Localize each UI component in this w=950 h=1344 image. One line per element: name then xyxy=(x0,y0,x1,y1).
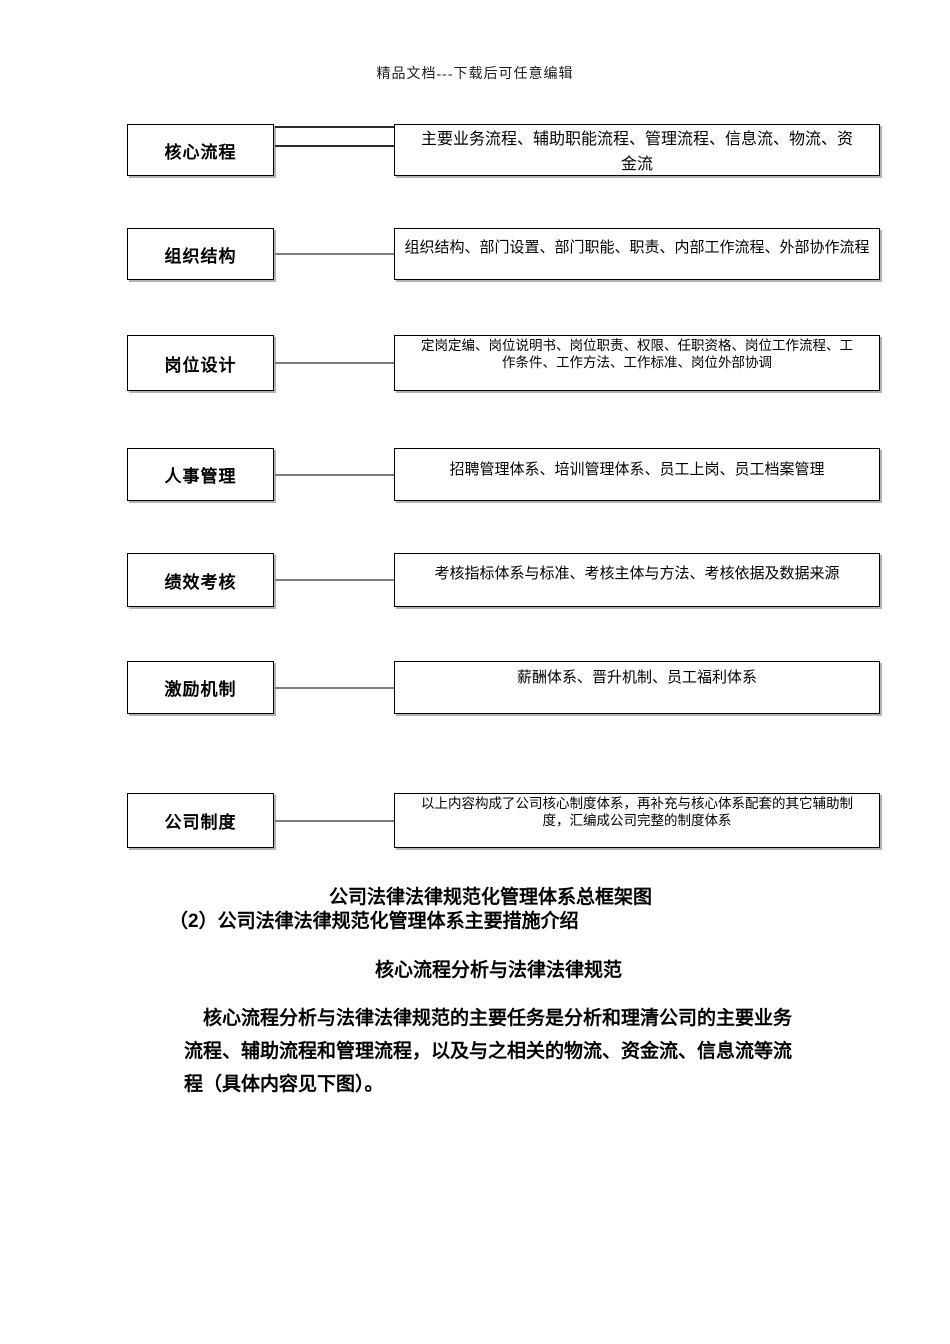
category-label: 核心流程 xyxy=(164,142,237,162)
connector-line xyxy=(275,362,394,364)
content-box: 招聘管理体系、培训管理体系、员工上岗、员工档案管理 xyxy=(394,448,880,501)
category-label: 激励机制 xyxy=(164,680,237,699)
body-paragraph: 核心流程分析与法律法律规范的主要任务是分析和理清公司的主要业务流程、辅助流程和管… xyxy=(184,1002,829,1101)
content-box: 以上内容构成了公司核心制度体系，再补充与核心体系配套的其它辅助制度，汇编成公司完… xyxy=(394,793,880,848)
content-line: 金流 xyxy=(620,156,653,173)
category-box: 人事管理 xyxy=(127,448,274,501)
connector-line xyxy=(275,473,394,476)
content-box: 组织结构、部门设置、部门职能、职责、内部工作流程、外部协作流程 xyxy=(394,228,880,280)
category-box: 绩效考核 xyxy=(127,553,274,607)
connector-line xyxy=(275,686,394,689)
category-label: 岗位设计 xyxy=(164,355,237,375)
content-line: 作条件、工作方法、工作标准、岗位外部协调 xyxy=(502,355,772,370)
connector-line xyxy=(275,145,394,147)
flow-row: 绩效考核 考核指标体系与标准、考核主体与方法、考核依据及数据来源 xyxy=(127,553,880,607)
category-box: 核心流程 xyxy=(127,124,274,176)
content-box: 考核指标体系与标准、考核主体与方法、考核依据及数据来源 xyxy=(394,553,880,607)
category-label: 组织结构 xyxy=(164,246,237,266)
watermark-text: 精品文档---下载后可任意编辑 xyxy=(376,67,574,82)
flow-row: 组织结构 组织结构、部门设置、部门职能、职责、内部工作流程、外部协作流程 xyxy=(127,228,880,280)
content-line: 定岗定编、岗位说明书、岗位职责、权限、任职资格、岗位工作流程、工 xyxy=(421,338,853,353)
category-label: 人事管理 xyxy=(164,467,237,486)
category-box: 岗位设计 xyxy=(127,335,274,391)
figure-title: 公司法律法律规范化管理体系总框架图 xyxy=(329,887,653,908)
connector-line xyxy=(275,819,394,822)
category-box: 激励机制 xyxy=(127,661,274,714)
category-box: 公司制度 xyxy=(127,793,274,848)
category-label: 绩效考核 xyxy=(164,572,237,592)
flow-row: 激励机制 薪酬体系、晋升机制、员工福利体系 xyxy=(127,661,880,714)
content-line: 以上内容构成了公司核心制度体系，再补充与核心体系配套的其它辅助制 xyxy=(421,796,853,811)
content-box: 薪酬体系、晋升机制、员工福利体系 xyxy=(394,661,880,714)
content-line: 主要业务流程、辅助职能流程、管理流程、信息流、物流、资 xyxy=(420,131,853,148)
flow-row: 公司制度 以上内容构成了公司核心制度体系，再补充与核心体系配套的其它辅助制度，汇编… xyxy=(127,793,880,848)
category-box: 组织结构 xyxy=(127,228,274,280)
connector-line xyxy=(275,579,394,581)
connector-line xyxy=(275,126,394,128)
category-label: 公司制度 xyxy=(164,813,237,832)
content-line: 招聘管理体系、培训管理体系、员工上岗、员工档案管理 xyxy=(449,461,825,478)
content-box: 定岗定编、岗位说明书、岗位职责、权限、任职资格、岗位工作流程、工作条件、工作方法… xyxy=(394,335,880,391)
content-line: 薪酬体系、晋升机制、员工福利体系 xyxy=(516,669,757,686)
paragraph-line: 核心流程分析与法律法律规范的主要任务是分析和理清公司的主要业务 xyxy=(203,1008,793,1029)
sub-heading: 核心流程分析与法律法律规范 xyxy=(375,960,623,981)
section-heading: （2）公司法律法律规范化管理体系主要措施介绍 xyxy=(169,911,579,932)
content-box: 主要业务流程、辅助职能流程、管理流程、信息流、物流、资金流 xyxy=(394,124,880,176)
flow-row: 核心流程 主要业务流程、辅助职能流程、管理流程、信息流、物流、资金流 xyxy=(127,124,880,176)
content-line: 组织结构、部门设置、部门职能、职责、内部工作流程、外部协作流程 xyxy=(404,239,870,256)
flow-row: 岗位设计 定岗定编、岗位说明书、岗位职责、权限、任职资格、岗位工作流程、工作条件、… xyxy=(127,335,880,391)
connector-line xyxy=(275,253,394,255)
content-line: 度，汇编成公司完整的制度体系 xyxy=(542,813,732,828)
paragraph-line: 程（具体内容见下图）。 xyxy=(184,1074,384,1095)
content-line: 考核指标体系与标准、考核主体与方法、考核依据及数据来源 xyxy=(434,565,840,582)
paragraph-line: 流程、辅助流程和管理流程，以及与之相关的物流、资金流、信息流等流 xyxy=(184,1041,793,1062)
flow-row: 人事管理 招聘管理体系、培训管理体系、员工上岗、员工档案管理 xyxy=(127,448,880,501)
